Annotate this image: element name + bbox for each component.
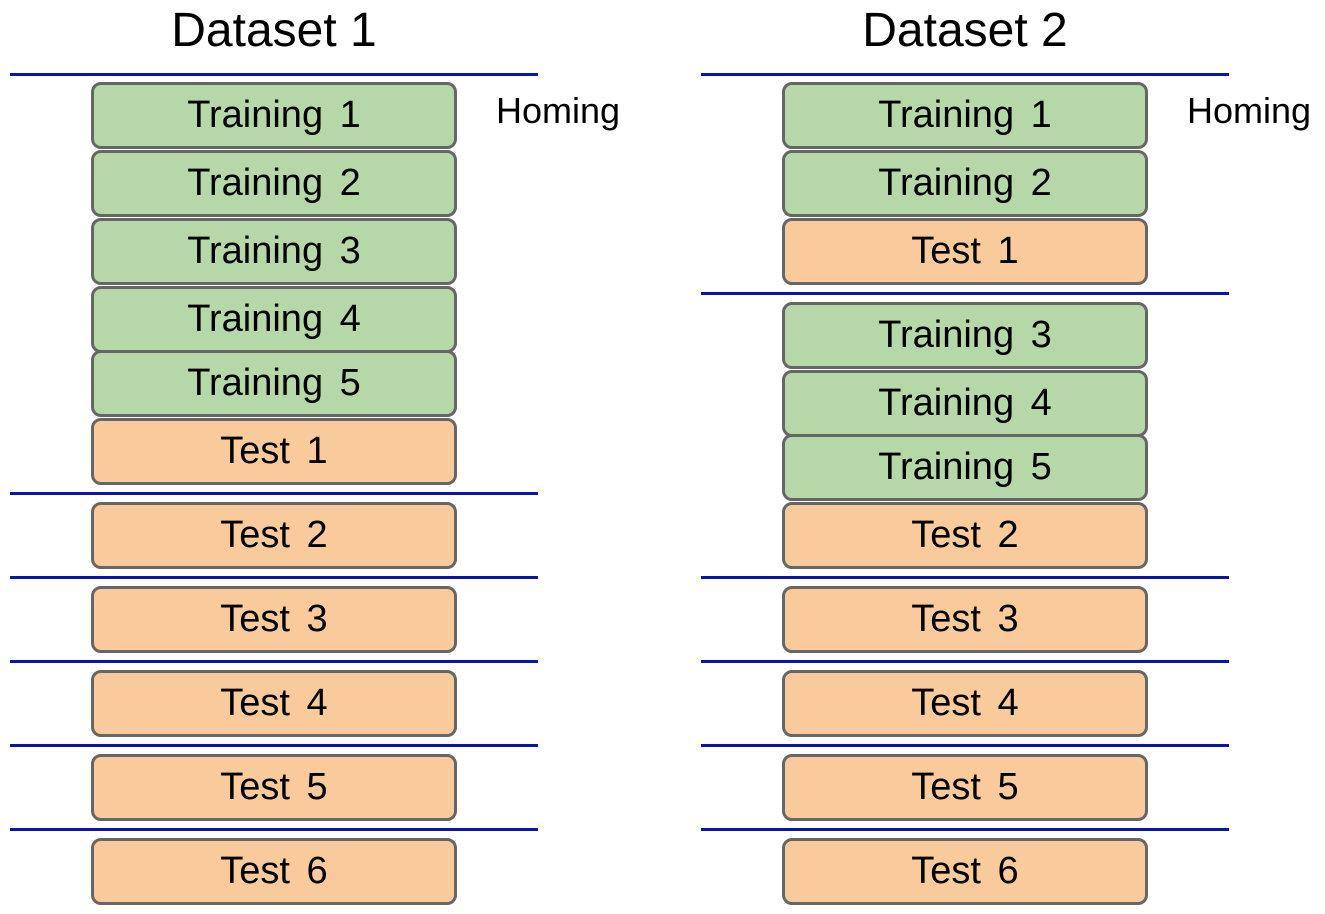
dataset-1-block: Training 5 (91, 350, 457, 417)
dataset-2-separator-2 (701, 576, 1229, 579)
dataset-2-block: Test 4 (782, 670, 1148, 737)
dataset-2-separator-4 (701, 744, 1229, 747)
dataset-1-separator-1 (10, 492, 538, 495)
dataset-2-block: Test 5 (782, 754, 1148, 821)
dataset-1-block: Test 5 (91, 754, 457, 821)
dataset-1-block: Training 2 (91, 150, 457, 217)
dataset-1-separator-5 (10, 828, 538, 831)
dataset-2-block: Training 5 (782, 434, 1148, 501)
dataset-1-block: Training 3 (91, 218, 457, 285)
dataset-2-block: Test 6 (782, 838, 1148, 905)
dataset-1-separator-2 (10, 576, 538, 579)
dataset-1-block: Test 3 (91, 586, 457, 653)
dataset-2-block: Test 1 (782, 218, 1148, 285)
dataset-2-block: Training 3 (782, 302, 1148, 369)
dataset-2-block: Training 4 (782, 370, 1148, 437)
dataset-1-separator-top (10, 73, 538, 76)
dataset-1-block: Test 2 (91, 502, 457, 569)
dataset-1-block: Test 1 (91, 418, 457, 485)
dataset-1-separator-4 (10, 744, 538, 747)
dataset-1-homing-label: Homing (496, 90, 621, 131)
dataset-2-homing-label: Homing (1187, 90, 1312, 131)
dataset-1-block: Training 4 (91, 286, 457, 353)
dataset-1-separator-3 (10, 660, 538, 663)
dataset-2-separator-5 (701, 828, 1229, 831)
dataset-2-block: Test 3 (782, 586, 1148, 653)
dataset-2-block: Training 2 (782, 150, 1148, 217)
dataset-2-separator-1 (701, 292, 1229, 295)
dataset-1-title: Dataset 1 (171, 4, 377, 57)
dataset-1-block: Training 1 (91, 82, 457, 149)
dataset-1-block: Test 6 (91, 838, 457, 905)
dataset-2-block: Test 2 (782, 502, 1148, 569)
dataset-2-title: Dataset 2 (862, 4, 1068, 57)
dataset-2-separator-top (701, 73, 1229, 76)
dataset-2-block: Training 1 (782, 82, 1148, 149)
dataset-2-separator-3 (701, 660, 1229, 663)
dataset-1-block: Test 4 (91, 670, 457, 737)
